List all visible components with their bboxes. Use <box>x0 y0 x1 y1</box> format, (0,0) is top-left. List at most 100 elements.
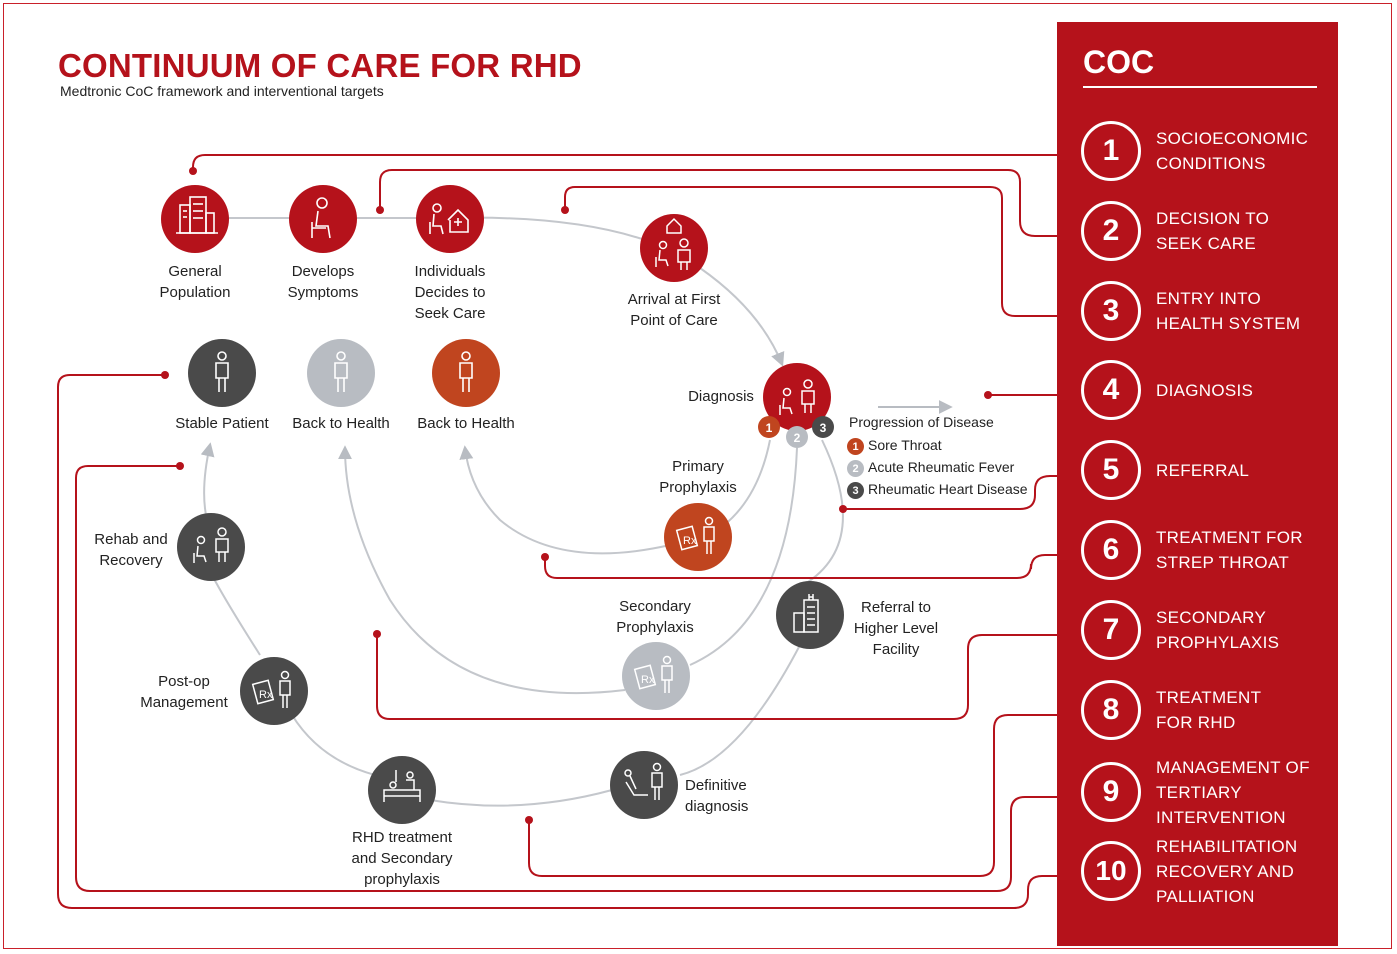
person-icon <box>215 351 229 392</box>
connector-dots <box>161 167 992 824</box>
panel-title: COC <box>1083 44 1155 80</box>
legend-badge-3: 3 <box>847 482 864 499</box>
person-icon <box>459 351 473 392</box>
person-clinic-icon <box>429 203 469 235</box>
legend-label-3: Rheumatic Heart Disease <box>868 481 1028 497</box>
step-number-2: 2 <box>1081 201 1141 261</box>
svg-text:2: 2 <box>794 431 801 445</box>
step-label-3: ENTRY INTO HEALTH SYSTEM <box>1156 289 1301 333</box>
legend-badge-1: 1 <box>847 438 864 455</box>
seated-person-icon <box>311 197 331 239</box>
connector-2 <box>379 169 1082 237</box>
connector-dot-4 <box>984 391 992 399</box>
step-label-5: REFERRAL <box>1156 460 1250 480</box>
step-label-6: TREATMENT FOR STREP THROAT <box>1156 528 1303 572</box>
doctor-patient-icon <box>655 217 691 270</box>
node-postop: Rx <box>240 657 308 725</box>
doctor-patient-icon <box>193 527 229 563</box>
label-rhd-treatment: RHD treatment and Secondary prophylaxis <box>351 829 453 888</box>
label-rehab: Rehab and Recovery <box>94 531 168 569</box>
prescription-person-icon: Rx <box>633 655 673 693</box>
step-label-10: REHABILITATION RECOVERY AND PALLIATION <box>1156 836 1298 906</box>
connector-10 <box>57 374 1082 909</box>
label-primary-prophylaxis: Primary Prophylaxis <box>659 458 737 496</box>
step-number-5: 5 <box>1081 440 1141 500</box>
loop-rhd-5 <box>211 574 261 656</box>
node-stable-patient <box>188 339 256 407</box>
node-referral-higher <box>776 581 844 649</box>
connector-9 <box>75 465 1082 892</box>
loop-primary-2 <box>459 445 671 555</box>
svg-text:3: 3 <box>820 421 827 435</box>
label-stable-patient: Stable Patient <box>175 415 269 432</box>
svg-text:1: 1 <box>766 421 773 435</box>
legend-title: Progression of Disease <box>849 414 994 430</box>
prescription-person-icon: Rx <box>675 516 715 554</box>
label-referral-higher: Referral to Higher Level Facility <box>853 599 939 658</box>
label-definitive: Definitive diagnosis <box>685 777 749 815</box>
legend-label-1: Sore Throat <box>868 437 942 453</box>
exam-chair-icon <box>624 762 663 800</box>
node-diagnosis <box>763 363 831 431</box>
label-seek-care: Individuals Decides to Seek Care <box>414 263 486 322</box>
person-icon <box>334 351 348 392</box>
node-general-population <box>161 185 229 253</box>
connector-3 <box>564 186 1082 317</box>
node-develops-symptoms <box>289 185 357 253</box>
hospital-bed-icon <box>383 770 421 802</box>
loop-rhd-2 <box>679 644 801 776</box>
pathway-arrow-diagnosis <box>699 267 785 367</box>
step-number-6: 6 <box>1081 520 1141 580</box>
stage-badge-2 <box>786 426 808 448</box>
step-number-3: 3 <box>1081 281 1141 341</box>
node-back-health-grey <box>307 339 375 407</box>
outer-frame <box>3 3 1392 949</box>
connector-7 <box>376 634 1082 720</box>
label-postop: Post-op Management <box>140 673 228 711</box>
prescription-person-icon: Rx <box>251 670 291 708</box>
loop-rhd-3 <box>429 789 613 807</box>
step-number-10: 10 <box>1081 841 1141 901</box>
label-back-health-grey: Back to Health <box>292 415 390 432</box>
connector-8 <box>528 714 1082 877</box>
node-rhd-treatment <box>368 756 436 824</box>
svg-text:Rx: Rx <box>641 674 655 686</box>
connector-dot-6 <box>541 553 549 561</box>
loop-rhd-4 <box>291 714 376 776</box>
connector-dot-8 <box>525 816 533 824</box>
label-general-population: General Population <box>159 263 231 301</box>
step-number-4: 4 <box>1081 360 1141 420</box>
label-first-point: Arrival at First Point of Care <box>627 291 721 329</box>
connector-6 <box>544 554 1082 579</box>
buildings-icon <box>176 196 218 234</box>
connector-5 <box>843 475 1082 510</box>
label-develops-symptoms: Develops Symptoms <box>287 263 359 301</box>
loop-rhd-6 <box>200 442 215 521</box>
step-label-2: DECISION TO SEEK CARE <box>1156 209 1270 253</box>
step-label-7: SECONDARY PROPHYLAXIS <box>1156 608 1280 652</box>
connector-dot-5 <box>839 505 847 513</box>
coc-connectors <box>57 154 1082 909</box>
node-rehab <box>177 513 245 581</box>
page-title: CONTINUUM OF CARE FOR RHD <box>58 47 582 84</box>
stage-badge-3 <box>812 416 834 438</box>
step-label-8: TREATMENT FOR RHD <box>1156 688 1262 732</box>
loop-rhd-1 <box>807 439 844 583</box>
node-first-point <box>640 214 708 282</box>
connector-1 <box>192 154 1082 170</box>
step-number-9: 9 <box>1081 762 1141 822</box>
connector-dot-9 <box>176 462 184 470</box>
label-back-health-orange: Back to Health <box>417 415 515 432</box>
page-subtitle: Medtronic CoC framework and intervention… <box>60 83 384 99</box>
step-number-7: 7 <box>1081 600 1141 660</box>
legend-label-2: Acute Rheumatic Fever <box>868 459 1015 475</box>
svg-text:Rx: Rx <box>259 689 273 701</box>
step-label-1: SOCIOECONOMIC CONDITIONS <box>1156 129 1309 173</box>
legend-badge-2: 2 <box>847 460 864 477</box>
loop-secondary-2 <box>338 445 626 695</box>
node-back-health-orange <box>432 339 500 407</box>
label-diagnosis: Diagnosis <box>688 388 754 405</box>
